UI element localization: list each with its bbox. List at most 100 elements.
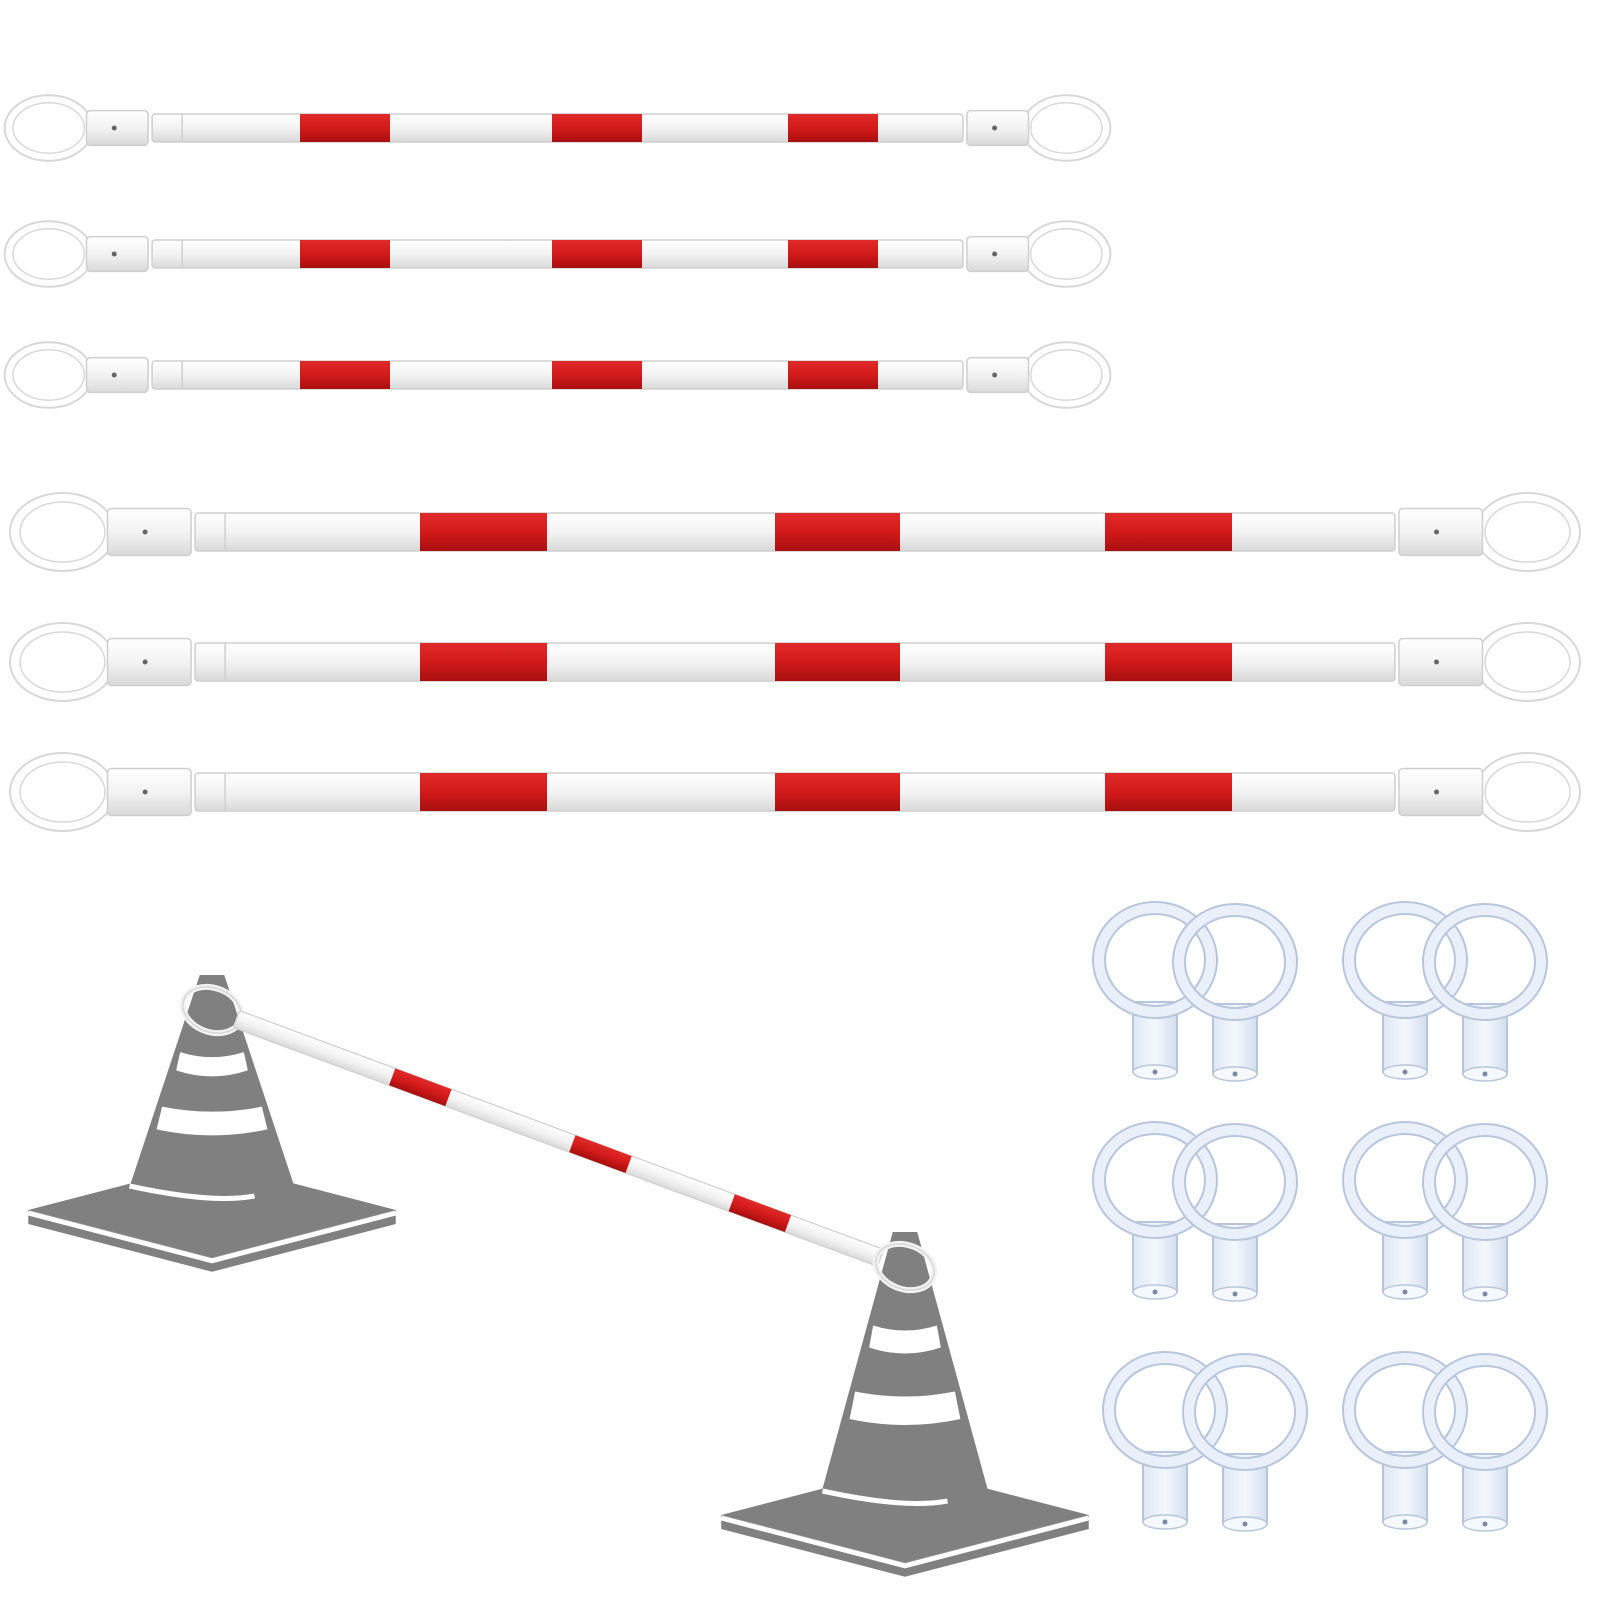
red-stripe [775,513,900,551]
cone-base [721,1467,1089,1563]
ring-end-inner [1029,102,1103,154]
cone-base-highlight [27,1210,397,1264]
connector-ring-outer [1182,1353,1308,1471]
bar-collar [1398,637,1484,687]
bar-collar [85,356,149,394]
bar-collar [966,356,1030,394]
connector-ring [1183,1354,1307,1470]
connector-ring [1423,1124,1547,1240]
connector-ring [1343,1122,1467,1238]
cone-bottom-highlight [821,1488,948,1506]
cones-demo-group [27,975,1090,1577]
red-stripe [775,773,900,811]
connector-hole [1482,1071,1488,1077]
connector-ring [1423,904,1547,1020]
cone-band [176,1052,248,1077]
ring-connector [1422,1353,1548,1532]
red-stripe [788,361,878,389]
cone-base-highlight [720,1515,1090,1569]
long-bar-3 [5,748,1585,836]
diagonal-bar-body [179,983,938,1294]
ring-connector [1092,1121,1218,1300]
bar-collar [106,767,192,817]
connector-ring [1173,904,1297,1020]
ring-end-outline [1021,341,1112,409]
bar-rivet [111,125,117,131]
ring-end-inner [12,102,86,154]
bar-rivet [992,251,998,257]
bar-collar [1398,507,1484,557]
connector-ring [1343,902,1467,1018]
red-stripe [552,361,642,389]
connector-ring-outer [1102,1351,1228,1469]
bar-rivet [111,372,117,378]
ring-end-outline [3,341,94,409]
red-stripe [552,240,642,268]
red-stripe [775,643,900,681]
bar-collar [85,109,149,147]
ring-connector [1172,903,1298,1082]
bar-rivet [142,659,148,665]
ring-connector [1342,1121,1468,1300]
ring-end-inner [19,761,106,823]
connector-ring-outer [1422,1353,1548,1471]
short-bars-group [0,91,1115,412]
connector-ring-inner [1354,913,1456,1007]
red-stripe [788,240,878,268]
bar-rivet [111,251,117,257]
red-stripe [728,1194,792,1233]
connector-pair-4 [1342,1121,1548,1302]
bar-rivet [1434,789,1440,795]
connector-ring-inner [1354,1363,1456,1457]
bar-rivet [992,372,998,378]
connector-hole [1232,1071,1238,1077]
ring-end-outline [1474,492,1581,572]
red-stripe [1105,773,1232,811]
connector-ring-outer [1422,1123,1548,1241]
connector-ring-inner [1184,1135,1286,1229]
ring-end-outline [1021,94,1112,162]
connector-ring-inner [1104,1133,1206,1227]
ring-end-outline [875,1243,935,1291]
connector-hole [1242,1521,1248,1527]
connector-pair-5 [1102,1351,1308,1532]
connector-hole [1162,1519,1168,1525]
connector-pair-1 [1092,901,1298,1082]
red-stripe [420,643,547,681]
connector-ring [1093,902,1217,1018]
ring-connector [1172,1123,1298,1302]
red-stripe [300,114,390,142]
bar-collar [1398,767,1484,817]
ring-end-outline [1474,622,1581,702]
bar-rivet [142,789,148,795]
connector-ring-inner [1194,1365,1296,1459]
connector-hole [1152,1289,1158,1295]
connector-pair-2 [1342,901,1548,1082]
connector-ring-inner [1434,1365,1536,1459]
ring-end-inner [1484,501,1571,563]
ring-connector [1092,901,1218,1080]
connector-ring-outer [1092,901,1218,1019]
long-bars-group [5,488,1585,836]
red-stripe [420,513,547,551]
ring-connector [1102,1351,1228,1530]
bar-collar [106,637,192,687]
ring-end-outline [9,752,116,832]
ring-end-inner [1029,228,1103,280]
connector-ring-inner [1434,915,1536,1009]
bar-collar [106,507,192,557]
connector-ring [1423,1354,1547,1470]
connector-ring-outer [1342,1121,1468,1239]
ring-end-inner [1484,761,1571,823]
cone-body [124,975,300,1202]
short-bar-3 [0,338,1115,412]
cone-bottom-highlight [128,1183,255,1201]
bar-rivet [1434,529,1440,535]
connector-ring-outer [1422,903,1548,1021]
red-stripe [420,773,547,811]
connector-hole [1152,1069,1158,1075]
ring-connector [1342,901,1468,1080]
cone-base [28,1162,396,1258]
ring-end-inner [19,501,106,563]
bar-rivet [142,529,148,535]
